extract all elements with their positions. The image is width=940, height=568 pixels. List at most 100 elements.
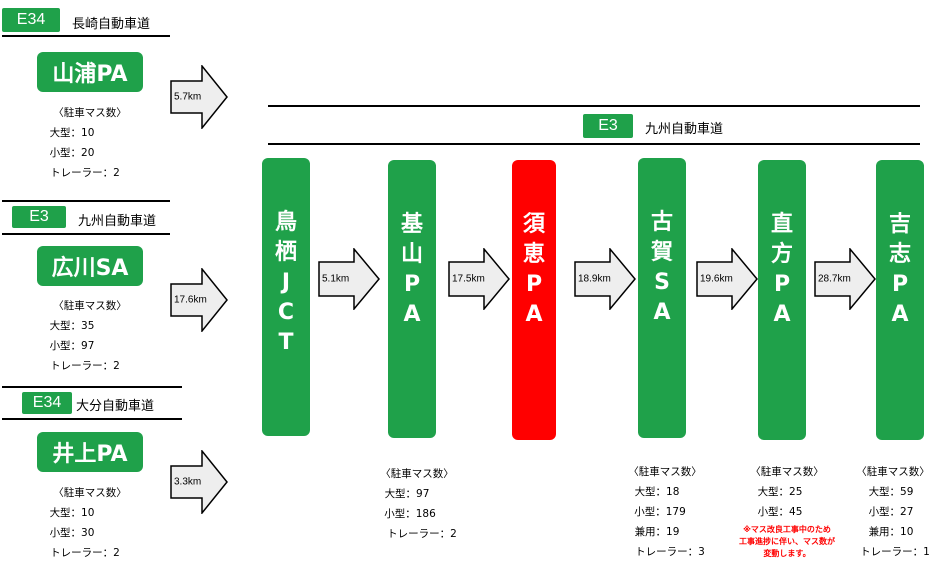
station-char: P	[403, 272, 421, 297]
stats-trailer: トレーラー：2	[50, 547, 120, 559]
nogata-construction-note: ※マス改良工事中のため 工事進捗に伴い、マス数が 変動します。	[724, 524, 850, 560]
route-tag-e34-nagasaki: E34	[2, 8, 60, 32]
stats-large: 大型：59	[868, 486, 914, 498]
distance-label: 3.3km	[174, 476, 202, 488]
route-overline	[2, 200, 170, 202]
station-char: T	[278, 330, 294, 355]
note-line: ※マス改良工事中のため	[743, 525, 831, 534]
station-char: 賀	[650, 240, 673, 265]
distance-arrow-sue-koga: 18.9km	[574, 248, 636, 310]
stats-header: 〈駐車マス数〉	[53, 107, 127, 119]
distance-label: 19.6km	[700, 273, 733, 285]
nogata-pa-stats: 〈駐車マス数〉 大型：25 小型：45	[732, 462, 842, 522]
distance-label: 17.5km	[452, 273, 485, 285]
distance-label: 5.7km	[174, 91, 202, 103]
station-char: 須	[522, 212, 545, 237]
distance-arrow-nogata-yoshi: 28.7km	[814, 248, 876, 310]
stats-shared: 兼用：10	[868, 526, 914, 538]
station-char: C	[277, 300, 295, 325]
distance-label: 5.1km	[322, 273, 350, 285]
distance-label: 28.7km	[818, 273, 851, 285]
station-char: 恵	[522, 242, 545, 267]
distance-arrow-hirokawa: 17.6km	[170, 268, 228, 332]
stats-header: 〈駐車マス数〉	[628, 466, 702, 478]
station-char: 栖	[274, 240, 297, 265]
stats-small: 小型：27	[868, 506, 914, 518]
main-route-name: 九州自動車道	[645, 122, 724, 137]
distance-arrow-yamaura: 5.7km	[170, 65, 228, 129]
station-char: A	[525, 302, 543, 327]
inoue-pa-label: 井上PA	[37, 432, 143, 472]
stats-small: 小型：45	[757, 506, 803, 518]
kiyama-pa-stats: 〈駐車マス数〉 大型：97 小型：186 トレーラー：2	[362, 464, 472, 544]
station-char: 鳥	[274, 210, 297, 235]
station-char: 古	[650, 210, 673, 235]
stats-large: 大型：97	[384, 488, 430, 500]
route-overline	[2, 386, 182, 388]
stats-trailer: トレーラー：2	[50, 167, 120, 179]
main-route-tag-e3: E3	[583, 114, 633, 138]
route-underline	[2, 418, 182, 420]
yamaura-pa-label: 山浦PA	[37, 52, 143, 92]
main-route-underline	[268, 143, 920, 145]
stats-large: 大型：10	[49, 127, 95, 139]
station-char: 吉	[888, 212, 911, 237]
main-route-overline	[268, 105, 920, 107]
stats-large: 大型：25	[757, 486, 803, 498]
stats-trailer: トレーラー：2	[387, 528, 457, 540]
stats-small: 小型：20	[49, 147, 95, 159]
station-char: P	[773, 272, 791, 297]
distance-arrow-koga-nogata: 19.6km	[696, 248, 758, 310]
station-char: A	[891, 302, 909, 327]
koga-sa-stats: 〈駐車マス数〉 大型：18 小型：179 兼用：19 トレーラー：3	[610, 462, 720, 562]
stats-header: 〈駐車マス数〉	[53, 487, 127, 499]
stats-shared: 兼用：19	[634, 526, 680, 538]
distance-arrow-kiyama-sue: 17.5km	[448, 248, 510, 310]
station-char: A	[773, 302, 791, 327]
station-char: J	[281, 270, 291, 295]
stats-large: 大型：35	[49, 320, 95, 332]
station-char: P	[525, 272, 543, 297]
station-char: A	[653, 300, 671, 325]
hirokawa-sa-stats: 〈駐車マス数〉 大型：35 小型：97 トレーラー：2	[40, 296, 140, 376]
stats-trailer: トレーラー：3	[635, 546, 705, 558]
route-tag-e3: E3	[12, 206, 66, 228]
note-line: 変動します。	[763, 549, 811, 558]
distance-arrow-tosu-kiyama: 5.1km	[318, 248, 380, 310]
station-char: P	[891, 272, 909, 297]
station-char: 基	[400, 212, 423, 237]
stats-header: 〈駐車マス数〉	[856, 466, 930, 478]
stats-trailer: トレーラー：2	[50, 360, 120, 372]
route-underline	[2, 233, 170, 235]
distance-label: 18.9km	[578, 273, 611, 285]
stats-small: 小型：179	[634, 506, 686, 518]
route-name-nagasaki: 長崎自動車道	[72, 17, 151, 32]
station-char: 志	[888, 242, 911, 267]
route-name-oita: 大分自動車道	[76, 399, 155, 414]
station-char: S	[654, 270, 670, 295]
stats-header: 〈駐車マス数〉	[380, 468, 454, 480]
distance-arrow-inoue: 3.3km	[170, 450, 228, 514]
route-tag-e34-oita: E34	[22, 392, 72, 414]
stats-small: 小型：30	[49, 527, 95, 539]
distance-label: 17.6km	[174, 294, 207, 306]
station-char: 山	[400, 242, 423, 267]
stats-small: 小型：186	[384, 508, 436, 520]
route-underline	[2, 35, 170, 37]
station-char: 方	[770, 242, 793, 267]
stats-header: 〈駐車マス数〉	[750, 466, 824, 478]
stats-trailer: トレーラー：1	[860, 546, 930, 558]
station-char: 直	[770, 212, 793, 237]
station-char: A	[403, 302, 421, 327]
hirokawa-sa-label: 広川SA	[37, 246, 143, 286]
stats-large: 大型：18	[634, 486, 680, 498]
inoue-pa-stats: 〈駐車マス数〉 大型：10 小型：30 トレーラー：2	[40, 483, 140, 563]
yamaura-pa-stats: 〈駐車マス数〉 大型：10 小型：20 トレーラー：2	[40, 103, 140, 183]
route-name-kyushu: 九州自動車道	[78, 214, 157, 229]
stats-small: 小型：97	[49, 340, 95, 352]
